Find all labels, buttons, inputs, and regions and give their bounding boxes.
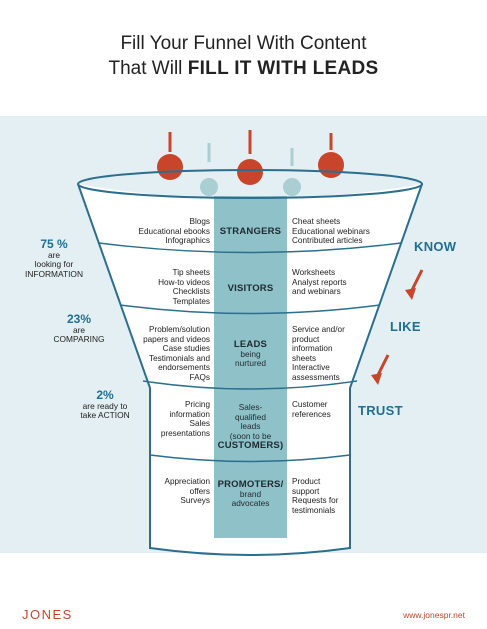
label-know: KNOW xyxy=(414,239,457,254)
list-item: Analyst reports xyxy=(292,277,347,287)
stat-percent: 2% xyxy=(96,388,114,402)
list-item: offers xyxy=(189,486,210,496)
list-item: Cheat sheets xyxy=(292,217,341,226)
list-item: FAQs xyxy=(189,372,210,382)
list-item: information xyxy=(169,409,210,419)
list-item: Tip sheets xyxy=(172,268,210,277)
arrow-down-icon xyxy=(371,354,390,385)
list-item: Customer xyxy=(292,400,328,409)
customers-content-right: Customer references xyxy=(292,400,392,419)
stat-action: 2% are ready to take ACTION xyxy=(68,389,142,421)
arrow-down-icon xyxy=(405,269,424,300)
list-item: Pricing xyxy=(184,400,210,409)
jones-logo: JONES xyxy=(22,607,73,622)
list-item: Case studies xyxy=(162,344,210,354)
promoters-content-left: Appreciation offers Surveys xyxy=(118,477,210,506)
title-line-2: That Will FILL IT WITH LEADS xyxy=(0,58,487,80)
stat-information: 75 % are looking for INFORMATION xyxy=(12,238,96,279)
list-item: Sales xyxy=(189,419,210,429)
label-like: LIKE xyxy=(390,319,421,334)
stat-comparing: 23% are COMPARING xyxy=(44,313,114,345)
list-item: papers and videos xyxy=(143,334,210,344)
divider-line xyxy=(142,380,358,390)
visitors-content-right: Worksheets Analyst reports and webinars xyxy=(292,268,392,297)
stat-percent: 23% xyxy=(66,312,92,326)
list-item: support xyxy=(292,486,320,496)
title-line-2-bold: FILL IT WITH LEADS xyxy=(187,58,379,79)
list-item: Infographics xyxy=(165,236,210,246)
list-item: Service and/or xyxy=(292,325,345,334)
list-item: Educational webinars xyxy=(292,226,370,236)
list-item: Contributed articles xyxy=(292,236,363,246)
list-item: Interactive xyxy=(292,363,330,373)
light-ball xyxy=(283,178,301,196)
list-item: Educational ebooks xyxy=(138,226,210,236)
list-item: Surveys xyxy=(180,496,210,506)
title-line-2-prefix: That Will xyxy=(108,58,188,79)
falling-balls xyxy=(157,130,344,196)
leads-content-left: Problem/solution papers and videos Case … xyxy=(118,325,210,383)
list-item: Testimonials and xyxy=(149,353,210,363)
strangers-content-right: Cheat sheets Educational webinars Contri… xyxy=(292,217,392,246)
red-ball xyxy=(157,154,183,180)
divider-line xyxy=(98,242,402,254)
list-item: testimonials xyxy=(292,505,336,515)
list-item: sheets xyxy=(292,353,317,363)
stage-strangers: STRANGERS xyxy=(219,226,282,237)
list-item: assessments xyxy=(292,372,340,382)
list-item: product xyxy=(292,334,320,344)
list-item: Templates xyxy=(172,296,210,306)
website-url[interactable]: www.jonespr.net xyxy=(403,610,465,620)
list-item: Worksheets xyxy=(292,268,336,277)
red-ball xyxy=(318,152,344,178)
promoters-content-right: Product support Requests for testimonial… xyxy=(292,477,392,515)
list-item: Requests for xyxy=(292,496,339,506)
list-item: Product xyxy=(292,477,321,486)
stage-leads: LEADS being nurtured xyxy=(233,339,268,369)
list-item: presentations xyxy=(160,428,210,438)
list-item: Appreciation xyxy=(164,477,210,486)
customers-content-left: Pricing information Sales presentations xyxy=(118,400,210,438)
strangers-content-left: Blogs Educational ebooks Infographics xyxy=(118,217,210,246)
list-item: references xyxy=(292,409,331,419)
list-item: How-to videos xyxy=(158,277,210,287)
funnel-outline xyxy=(77,183,423,556)
red-ball xyxy=(237,159,263,185)
light-ball xyxy=(200,178,218,196)
divider-line xyxy=(119,304,381,315)
stat-percent: 75 % xyxy=(40,237,68,251)
list-item: Blogs xyxy=(189,217,210,226)
list-item: Problem/solution xyxy=(149,325,210,334)
list-item: information xyxy=(292,344,333,354)
stage-visitors: VISITORS xyxy=(227,283,274,294)
stage-customers: Sales- qualified leads (soon to be CUSTO… xyxy=(217,402,284,452)
label-trust: TRUST xyxy=(358,403,403,418)
visitors-content-left: Tip sheets How-to videos Checklists Temp… xyxy=(118,268,210,306)
leads-content-right: Service and/or product information sheet… xyxy=(292,325,392,383)
stage-promoters: PROMOTERS/ brand advocates xyxy=(217,479,284,509)
list-item: Checklists xyxy=(172,287,210,297)
divider-line xyxy=(149,454,351,463)
list-item: endorsements xyxy=(158,363,210,373)
list-item: and webinars xyxy=(292,287,341,297)
title-line-1: Fill Your Funnel With Content xyxy=(120,33,367,54)
